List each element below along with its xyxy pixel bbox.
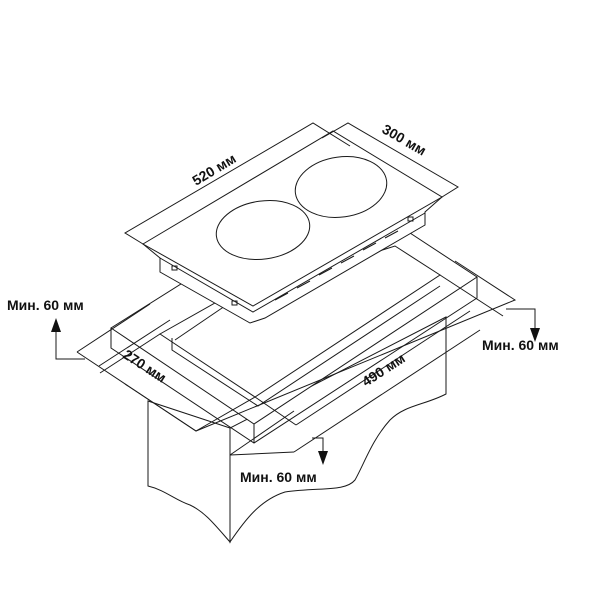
arrow-up-icon — [51, 318, 61, 332]
hob-foot — [171, 265, 178, 271]
hob-width-label: 300 мм — [380, 121, 430, 159]
cutout-dimension-lines — [76, 260, 517, 456]
hob-foot — [407, 216, 414, 222]
hob-dimension-lines — [124, 122, 459, 245]
arrow-down-icon — [318, 451, 328, 465]
left-clearance-arrow — [51, 318, 85, 360]
hob-vents — [274, 230, 399, 301]
left-clearance-label: Мин. 60 мм — [7, 297, 84, 313]
front-clearance-label: Мин. 60 мм — [240, 469, 317, 485]
cabinet — [147, 316, 447, 544]
right-clearance-label: Мин. 60 мм — [482, 337, 559, 353]
cutout-opening — [159, 245, 441, 398]
right-clearance-arrow — [506, 308, 540, 342]
hob-length-label: 520 мм — [189, 150, 238, 188]
burner-left — [215, 200, 311, 260]
hob-foot — [231, 300, 238, 306]
hob — [141, 130, 444, 324]
arrow-down-icon — [530, 328, 540, 342]
burner-right — [294, 156, 388, 218]
front-clearance-arrow — [312, 437, 328, 465]
